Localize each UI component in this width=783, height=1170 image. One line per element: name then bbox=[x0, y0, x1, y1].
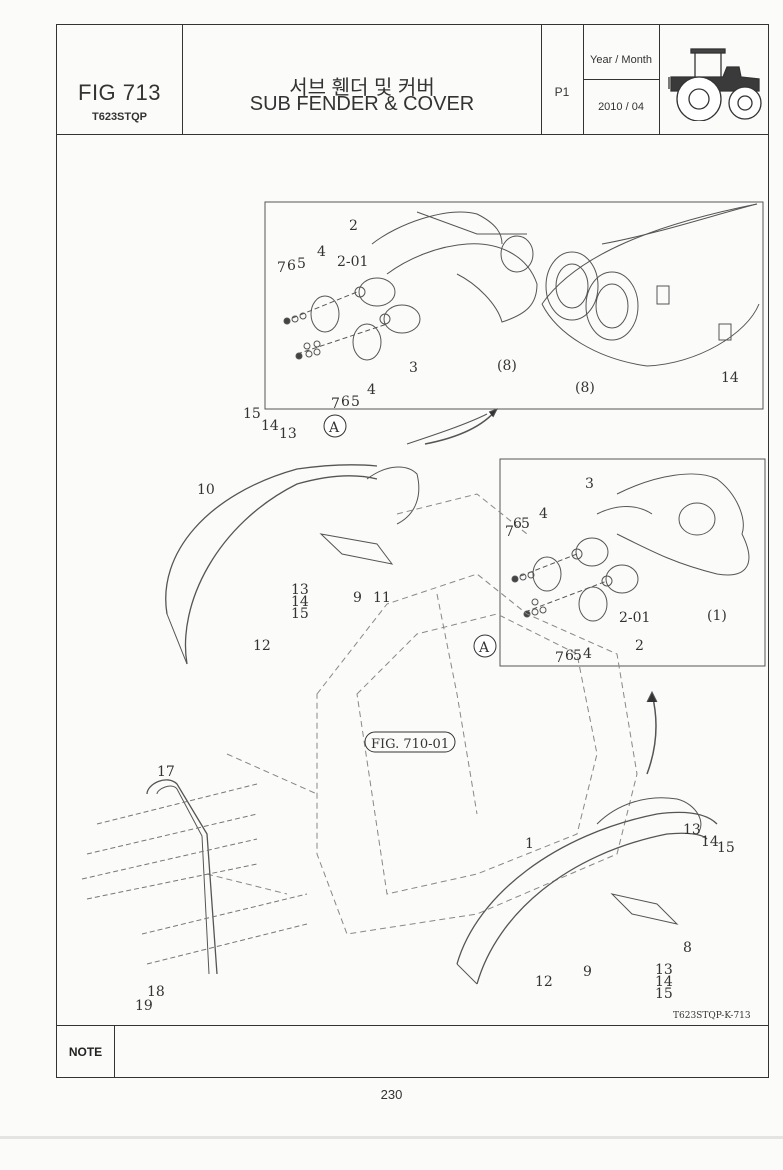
svg-text:4: 4 bbox=[583, 646, 592, 662]
detail-b-callouts: 3 4 5 6 7 2-01 2 (1) 4 5 6 7 bbox=[505, 476, 727, 666]
title-block: FIG 713 T623STQP 서브 휀더 및 커버 SUB FENDER &… bbox=[57, 25, 768, 135]
model-code: T623STQP bbox=[91, 111, 148, 123]
title-korean: 서브 휀더 및 커버 bbox=[289, 77, 435, 99]
svg-text:6: 6 bbox=[287, 258, 296, 274]
note-row: NOTE bbox=[57, 1025, 768, 1078]
svg-text:19: 19 bbox=[135, 998, 153, 1014]
svg-text:15: 15 bbox=[291, 606, 309, 622]
svg-text:3: 3 bbox=[409, 360, 418, 376]
title-english: SUB FENDER & COVER bbox=[249, 93, 475, 115]
divider bbox=[659, 25, 660, 134]
svg-text:4: 4 bbox=[317, 244, 326, 260]
view-marker-a: A bbox=[323, 414, 347, 438]
note-label: NOTE bbox=[57, 1026, 115, 1078]
drawing-frame: FIG 713 T623STQP 서브 휀더 및 커버 SUB FENDER &… bbox=[56, 24, 769, 1078]
svg-text:6: 6 bbox=[565, 648, 574, 664]
fig-number: FIG 713 bbox=[78, 80, 161, 105]
exploded-parts-diagram: 2 2-01 4 5 6 7 3 (8) (8) 14 4 5 6 7 3 4 … bbox=[81, 201, 766, 1021]
svg-text:2-01: 2-01 bbox=[337, 254, 368, 270]
svg-text:15: 15 bbox=[655, 986, 673, 1002]
svg-text:7: 7 bbox=[505, 524, 514, 540]
reference-label: FIG. 710-01 bbox=[371, 737, 449, 752]
svg-text:7: 7 bbox=[331, 396, 340, 412]
svg-text:11: 11 bbox=[373, 590, 391, 606]
svg-text:5: 5 bbox=[521, 516, 530, 532]
main-callouts: 15 14 13 10 13 14 15 9 11 12 17 18 19 1 … bbox=[135, 406, 735, 1014]
year-month-value: 2010 / 04 bbox=[598, 101, 644, 113]
divider bbox=[182, 25, 183, 134]
svg-text:(8): (8) bbox=[575, 380, 595, 396]
svg-text:4: 4 bbox=[367, 382, 376, 398]
svg-text:12: 12 bbox=[535, 974, 553, 990]
year-month-label: Year / Month bbox=[590, 54, 652, 66]
scan-artifact bbox=[0, 1136, 783, 1139]
drawing-code: T623STQP-K-713 bbox=[673, 1011, 751, 1021]
svg-text:(1): (1) bbox=[707, 608, 727, 624]
svg-text:(8): (8) bbox=[497, 358, 517, 374]
tractor-icon bbox=[668, 48, 762, 121]
page-number: 230 bbox=[380, 1087, 403, 1102]
view-marker-a: A bbox=[473, 634, 497, 658]
svg-text:14: 14 bbox=[261, 418, 279, 434]
svg-text:15: 15 bbox=[717, 840, 735, 856]
svg-text:17: 17 bbox=[157, 764, 175, 780]
detail-a-callouts: 2 2-01 4 5 6 7 3 (8) (8) 14 4 5 6 7 bbox=[277, 218, 739, 412]
svg-text:13: 13 bbox=[683, 822, 701, 838]
svg-text:A: A bbox=[328, 420, 340, 436]
svg-text:2: 2 bbox=[635, 638, 644, 654]
svg-text:10: 10 bbox=[197, 482, 215, 498]
svg-text:18: 18 bbox=[147, 984, 165, 1000]
svg-text:15: 15 bbox=[243, 406, 261, 422]
svg-text:5: 5 bbox=[351, 394, 360, 410]
svg-text:3: 3 bbox=[585, 476, 594, 492]
svg-text:5: 5 bbox=[573, 648, 582, 664]
svg-text:2-01: 2-01 bbox=[619, 610, 650, 626]
divider bbox=[541, 25, 542, 134]
svg-text:12: 12 bbox=[253, 638, 271, 654]
svg-text:1: 1 bbox=[525, 836, 534, 852]
detail-box-b bbox=[499, 458, 766, 667]
svg-text:14: 14 bbox=[291, 594, 309, 610]
svg-text:A: A bbox=[478, 640, 490, 656]
svg-text:4: 4 bbox=[539, 506, 548, 522]
svg-text:9: 9 bbox=[353, 590, 362, 606]
svg-text:14: 14 bbox=[655, 974, 673, 990]
svg-text:8: 8 bbox=[683, 940, 692, 956]
svg-text:13: 13 bbox=[655, 962, 673, 978]
svg-text:14: 14 bbox=[721, 370, 739, 386]
svg-text:5: 5 bbox=[297, 256, 306, 272]
detail-box-a bbox=[264, 201, 764, 410]
svg-text:6: 6 bbox=[341, 394, 350, 410]
svg-text:7: 7 bbox=[555, 650, 564, 666]
divider bbox=[583, 79, 659, 80]
svg-text:6: 6 bbox=[513, 516, 522, 532]
svg-text:7: 7 bbox=[277, 260, 286, 276]
page-id: P1 bbox=[554, 85, 570, 99]
svg-text:2: 2 bbox=[349, 218, 358, 234]
svg-text:13: 13 bbox=[279, 426, 297, 442]
svg-text:13: 13 bbox=[291, 582, 309, 598]
svg-text:14: 14 bbox=[701, 834, 719, 850]
svg-text:9: 9 bbox=[583, 964, 592, 980]
